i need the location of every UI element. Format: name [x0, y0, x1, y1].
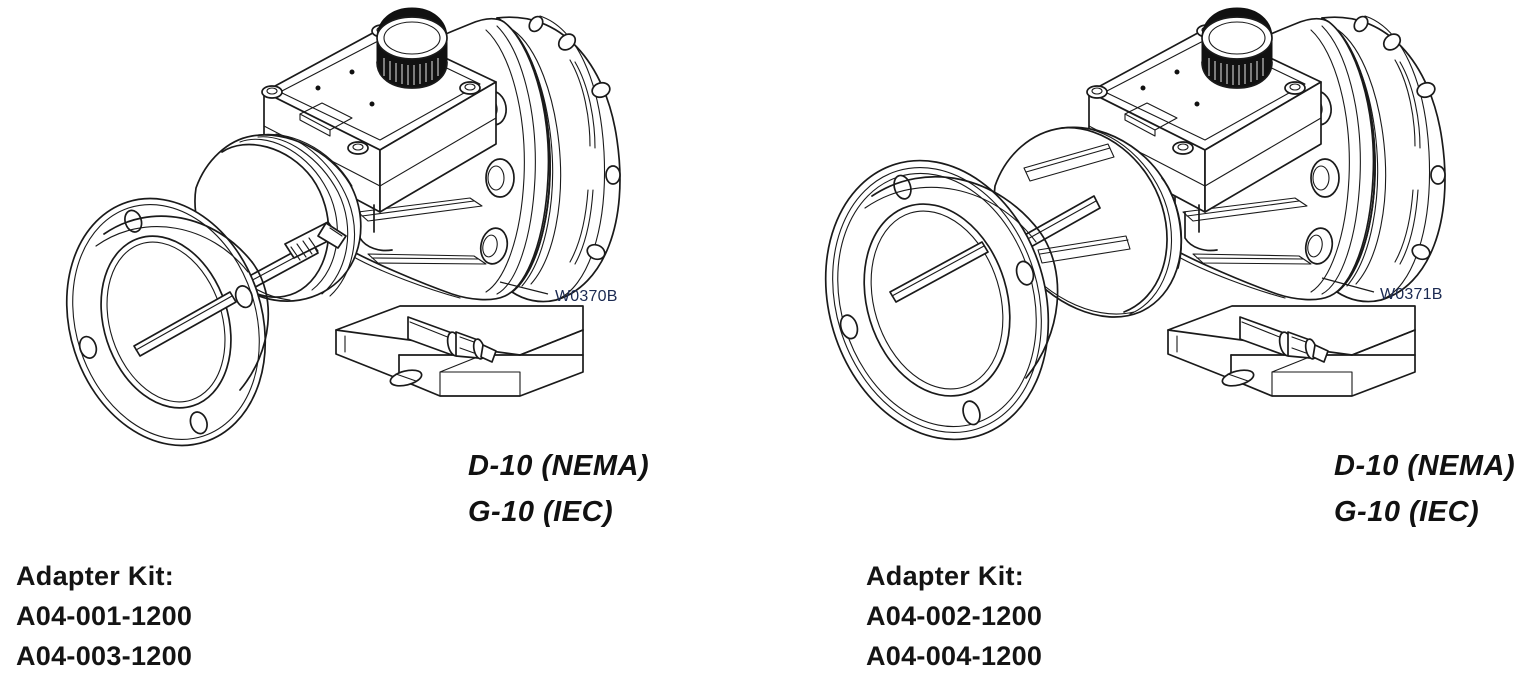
reference-leader-line	[499, 281, 549, 295]
mounting-flange	[65, 197, 269, 447]
adapter-kit-block-right: Adapter Kit: A04-002-1200 A04-004-1200	[866, 556, 1042, 676]
adapter-kit-part-1: A04-002-1200	[866, 601, 1043, 631]
drain-plug-fitting	[407, 316, 497, 363]
adapter-kit-block-left: Adapter Kit: A04-001-1200 A04-003-1200	[16, 556, 192, 676]
adapter-kit-heading: Adapter Kit:	[866, 561, 1025, 591]
adapter-kit-part-1: A04-001-1200	[16, 601, 193, 631]
assembly-drawing-left	[65, 7, 621, 447]
knurled-filler-cap	[376, 7, 448, 89]
rear-end-bell	[496, 15, 621, 303]
assembly-drawing-right	[824, 7, 1446, 441]
mounting-flange	[824, 159, 1059, 441]
assembly-panel-left: W0370B D-10 (NEMA) G-10 (IEC) Adapter Ki…	[0, 0, 762, 671]
adapter-kit-part-2: A04-003-1200	[16, 641, 193, 671]
drain-plug-fitting	[1239, 316, 1329, 363]
knurled-filler-cap	[1201, 7, 1273, 89]
frame-caption-nema: D-10 (NEMA)	[468, 450, 650, 482]
frame-caption-iec: G-10 (IEC)	[468, 496, 614, 528]
frame-caption-nema: D-10 (NEMA)	[1334, 450, 1516, 482]
adapter-kit-heading: Adapter Kit:	[16, 561, 175, 591]
shaft-coupling-collar	[284, 221, 347, 261]
reference-label-w0371b: W0371B	[1380, 286, 1443, 303]
reference-label-w0370b: W0370B	[555, 288, 618, 305]
assembly-panel-right: W0371B D-10 (NEMA) G-10 (IEC) Adapter Ki…	[762, 0, 1524, 671]
adapter-kit-part-2: A04-004-1200	[866, 641, 1043, 671]
frame-caption-iec: G-10 (IEC)	[1334, 496, 1480, 528]
reference-leader-line	[1321, 277, 1375, 293]
